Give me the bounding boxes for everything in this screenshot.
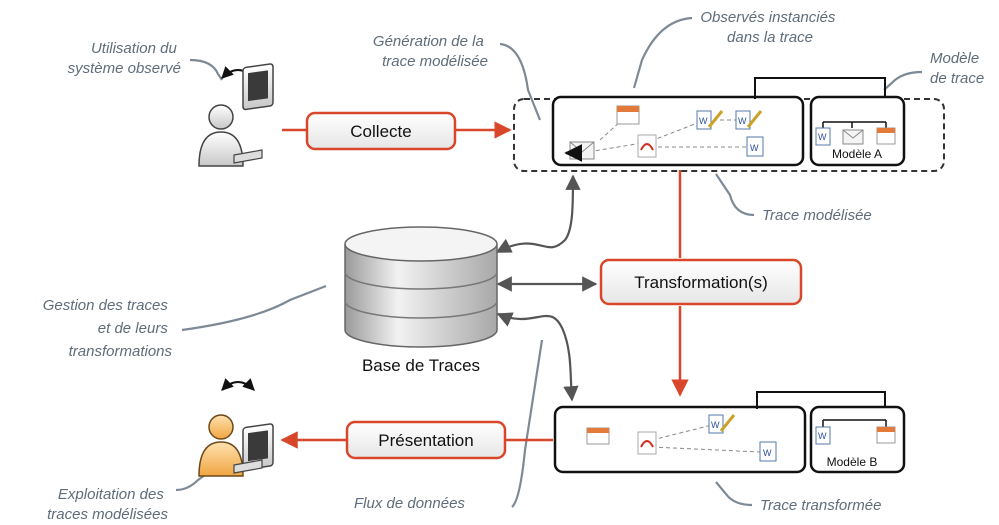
svg-text:W: W xyxy=(750,143,759,153)
transformation-label: Transformation(s) xyxy=(634,273,768,292)
data-flow-arrows xyxy=(495,174,598,402)
word-doc-icon: W xyxy=(735,110,751,130)
callout-exploitation xyxy=(175,474,206,492)
word-doc-icon xyxy=(815,127,831,146)
pencil-icon xyxy=(719,414,736,432)
annotation-trace-transformee: Trace transformée xyxy=(760,497,881,514)
pencil-icon xyxy=(746,110,763,128)
word-doc-icon: W xyxy=(746,136,764,157)
annotation-generation: Génération de la trace modélisée xyxy=(373,33,488,70)
word-doc-icon: W xyxy=(696,110,712,130)
user-computer-icon-orange xyxy=(198,378,274,477)
collecte-box: Collecte xyxy=(305,111,457,151)
word-doc-icon xyxy=(815,426,831,445)
svg-text:W: W xyxy=(699,116,708,126)
model-a-icons: W xyxy=(815,121,896,146)
model-b-icons: W xyxy=(815,419,896,445)
calendar-icon xyxy=(616,105,640,125)
pdf-icon xyxy=(637,431,657,455)
modele-b-label: Modèle B xyxy=(827,455,878,469)
svg-text:W: W xyxy=(818,431,827,441)
trace-transformee-box xyxy=(553,405,807,474)
database-icon: Base de Traces xyxy=(344,226,498,375)
callout-trace-transformee xyxy=(715,481,753,507)
process-arrows xyxy=(280,121,689,449)
trace-modelisee-group: Modèle A W W xyxy=(513,77,945,172)
modele-b-box xyxy=(809,405,906,474)
word-doc-icon: W xyxy=(708,414,724,434)
callout-trace-modelisee xyxy=(715,173,755,217)
annotation-gestion: Gestion des traces et de leurs transform… xyxy=(43,297,173,360)
callout-modele-trace xyxy=(883,70,923,91)
database-label: Base de Traces xyxy=(362,356,480,375)
svg-text:W: W xyxy=(738,116,747,126)
annotation-observes: Observés instanciés dans la trace xyxy=(700,9,839,46)
annotation-trace-modelisee: Trace modélisée xyxy=(762,207,872,224)
presentation-label: Présentation xyxy=(378,431,473,450)
svg-text:W: W xyxy=(818,132,827,142)
svg-text:W: W xyxy=(763,448,772,458)
word-doc-icon: W xyxy=(759,441,777,462)
calendar-icon xyxy=(586,427,610,445)
callout-flux xyxy=(511,339,544,508)
svg-text:W: W xyxy=(711,420,720,430)
modele-a-label: Modèle A xyxy=(832,147,882,161)
presentation-box: Présentation xyxy=(345,420,507,460)
callout-observes xyxy=(632,16,693,89)
annotation-flux: Flux de données xyxy=(354,495,465,512)
trace-transformee-group: Modèle B W W W xyxy=(553,391,906,474)
annotation-modele-trace: Modèle de trace xyxy=(930,50,984,87)
email-icon xyxy=(564,141,595,162)
annotation-exploitation: Exploitation des traces modélisées xyxy=(47,486,168,523)
pdf-icon xyxy=(637,134,657,158)
annotation-utilisation: Utilisation du système observé xyxy=(68,40,181,77)
collecte-label: Collecte xyxy=(350,122,411,141)
callout-gestion xyxy=(181,284,327,332)
transformation-box: Transformation(s) xyxy=(599,258,803,306)
user-computer-icon xyxy=(198,63,274,167)
pencil-icon xyxy=(707,110,724,128)
callout-generation xyxy=(499,42,542,121)
model-link xyxy=(754,77,886,99)
model-link-b xyxy=(756,391,886,409)
callout-utilisation xyxy=(189,58,223,81)
callout-lines xyxy=(175,16,923,508)
